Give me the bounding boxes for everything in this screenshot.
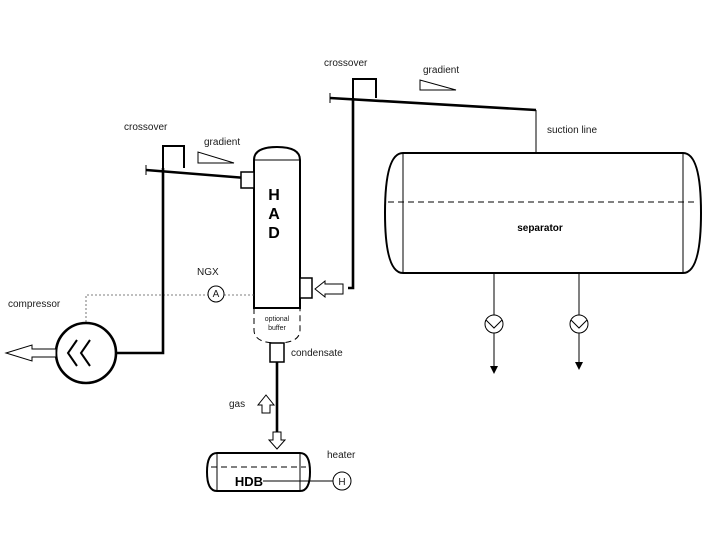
- outlet-1-arrow-icon: [490, 366, 498, 374]
- ngx-label: NGX: [197, 267, 219, 278]
- condensate-label: condensate: [291, 348, 343, 359]
- pump-2-icon: [569, 314, 589, 334]
- right-crossover-loop: [352, 78, 377, 98]
- condensate-down-arrow-icon: [267, 431, 287, 450]
- separator-outlet-1: [484, 273, 504, 374]
- compressor-discharge-arrow-icon: [4, 344, 57, 362]
- crossover-label-right: crossover: [324, 58, 368, 69]
- had-inlet-pipe: [348, 98, 355, 290]
- compressor-icon: [54, 321, 118, 385]
- compressor-suction-pipe: [116, 168, 165, 355]
- right-crossover-assembly: crossover gradient suction line: [324, 58, 597, 153]
- compressor-unit: compressor: [4, 168, 165, 385]
- had-letter-d: D: [268, 225, 280, 242]
- pump-1-symbol: [485, 319, 503, 329]
- right-gradient-wedge: [419, 79, 457, 91]
- left-gradient-wedge: [197, 151, 235, 164]
- separator-label: separator: [517, 223, 563, 234]
- had-inlet-arrow-icon: [314, 279, 344, 299]
- compressor-chevron-1: [66, 339, 78, 367]
- had-inlet-nozzle: [299, 277, 313, 299]
- optional-buffer-label-2: buffer: [268, 325, 286, 332]
- separator-outlet-2: [569, 273, 589, 370]
- compressor-chevron-2: [79, 339, 91, 367]
- condensate-line: condensate gas: [229, 342, 343, 450]
- optional-buffer-label-1: optional: [265, 316, 290, 323]
- left-gradient-pipe: [145, 168, 247, 180]
- heater-icon: [332, 471, 352, 491]
- separator-vessel: separator: [383, 152, 703, 274]
- analyzer-icon: [207, 285, 225, 303]
- analyzer-symbol: A: [213, 289, 220, 300]
- outlet-2-arrow-icon: [575, 362, 583, 370]
- pump-2-symbol: [570, 319, 588, 329]
- suction-line-pipe: [329, 96, 537, 112]
- separator-body: [383, 152, 703, 274]
- had-inlet-line: [314, 98, 355, 299]
- gas-up-arrow-icon: [256, 394, 276, 414]
- had-letter-a: A: [268, 206, 280, 223]
- gas-label: gas: [229, 399, 245, 410]
- had-vessel: H A D: [240, 145, 313, 309]
- had-gradient-nozzle: [240, 171, 255, 189]
- left-crossover-loop: [162, 145, 185, 168]
- hdb-vessel: HDB H heater: [205, 450, 356, 492]
- condensate-nozzle: [269, 342, 285, 363]
- gradient-label-right: gradient: [423, 65, 459, 76]
- ngx-signal-line: [85, 294, 208, 330]
- ngx-analyzer: A NGX: [85, 267, 254, 330]
- heater-label: heater: [327, 450, 356, 461]
- pump-1-icon: [484, 314, 504, 334]
- gradient-label-left: gradient: [204, 137, 240, 148]
- optional-buffer: optional buffer: [253, 308, 301, 344]
- hdb-label: HDB: [235, 474, 263, 489]
- had-letter-h: H: [268, 187, 280, 204]
- left-crossover-assembly: crossover gradient: [124, 122, 247, 180]
- suction-line-label: suction line: [547, 125, 597, 136]
- compressor-label: compressor: [8, 299, 61, 310]
- crossover-label-left: crossover: [124, 122, 168, 133]
- heater-symbol: H: [338, 477, 345, 488]
